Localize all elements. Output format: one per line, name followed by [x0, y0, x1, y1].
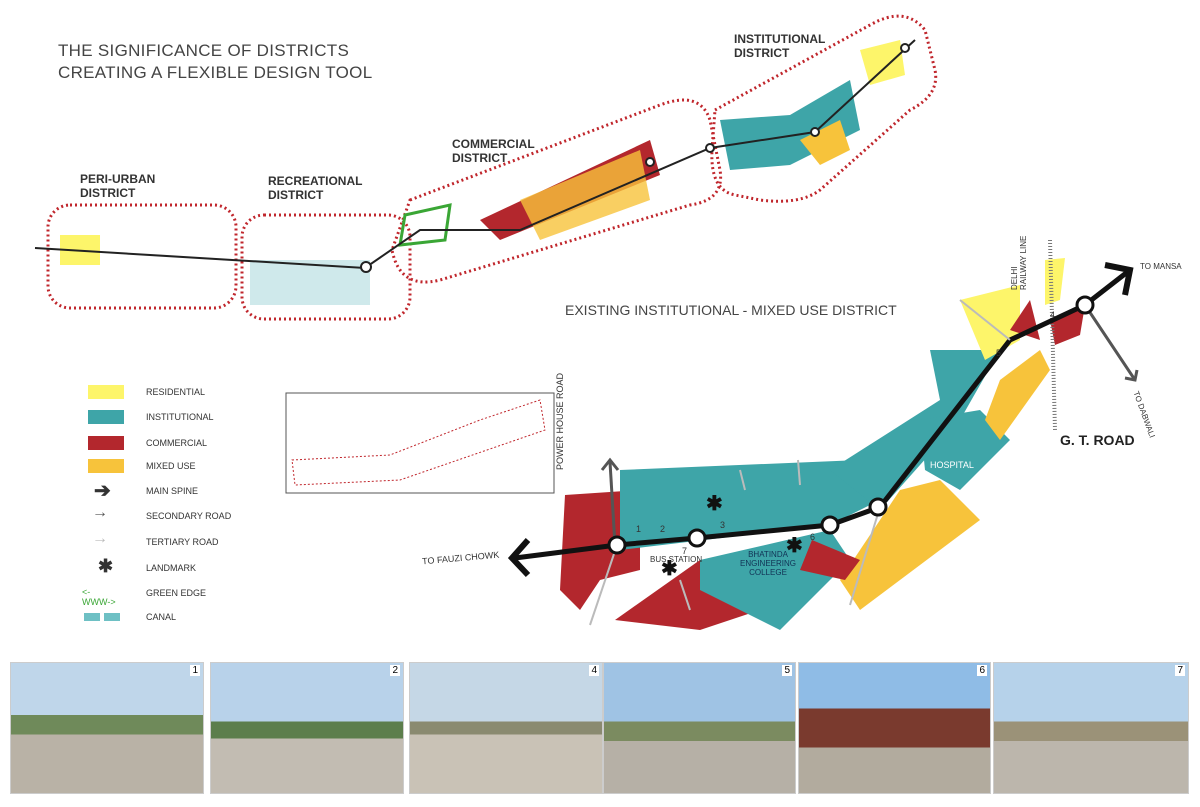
tertiary-arrow-icon: →	[92, 530, 108, 547]
marker-3: 3	[720, 520, 726, 530]
marker-4: 4	[1050, 310, 1056, 320]
street-photo-1: 1	[10, 662, 204, 794]
canal-icon	[84, 613, 120, 621]
street-photo-7: 7	[993, 662, 1189, 794]
peri-urban-boundary	[46, 203, 238, 310]
street-photo-2: 2	[210, 662, 404, 794]
landmark-icons: ✱ ✱ ✱	[661, 493, 803, 580]
main-spine-arrow-west	[507, 538, 531, 578]
street-photo-4: 4	[409, 662, 603, 794]
marker-7: 7	[682, 546, 688, 556]
green-edge-icon: <-WWW->	[82, 587, 116, 607]
marker-5: 5	[996, 348, 1002, 358]
land-parcels-strip	[60, 40, 905, 305]
street-photo-5: 5	[603, 662, 796, 794]
label-to-mansa: TO MANSA	[1140, 262, 1182, 271]
label-power-house-road: POWER HOUSE ROAD	[555, 372, 565, 470]
svg-text:✱: ✱	[661, 558, 678, 580]
marker-1: 1	[636, 524, 642, 534]
detail-title: EXISTING INSTITUTIONAL - MIXED USE DISTR…	[565, 302, 897, 318]
svg-text:✱: ✱	[786, 535, 803, 557]
institutional-boundary	[710, 14, 938, 203]
main-spine-arrow-icon: ➔	[94, 480, 111, 502]
tertiary-roads	[589, 299, 1011, 626]
label-bus-station: BUS STATION	[650, 555, 703, 564]
street-photo-6: 6	[798, 662, 991, 794]
label-gt-road: G. T. ROAD	[1060, 432, 1135, 448]
svg-text:✱: ✱	[706, 493, 723, 515]
main-spine-arrow-east	[1104, 262, 1134, 296]
landmark-icon: ✱	[98, 556, 114, 576]
label-hospital: HOSPITAL	[930, 460, 974, 470]
secondary-roads	[600, 304, 1139, 546]
inset-map	[285, 392, 555, 494]
secondary-arrow-icon: →	[92, 504, 108, 521]
marker-2: 2	[660, 524, 666, 534]
recreational-boundary	[240, 213, 412, 321]
landmark-nodes	[607, 295, 1095, 555]
marker-6: 6	[810, 532, 816, 542]
main-spine-detail	[514, 268, 1132, 561]
